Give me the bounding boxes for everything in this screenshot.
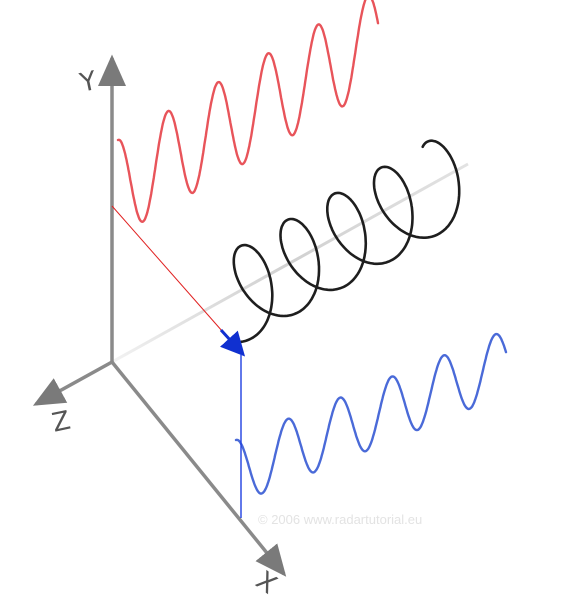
vertical-component-wave [116,0,380,224]
x-axis [110,360,287,577]
resultant-vector-arrow [219,328,246,357]
y-projection-line [111,205,231,341]
z-axis [32,360,113,406]
circular-polarization-helix [232,139,461,344]
copyright-watermark: © 2006 www.radartutorial.eu [258,512,422,527]
z-axis-label: Z [50,406,74,439]
y-axis-label: Y [77,66,100,99]
horizontal-component-wave [234,332,508,495]
coordinate-axes [32,54,287,577]
x-axis-label: X [250,566,282,599]
